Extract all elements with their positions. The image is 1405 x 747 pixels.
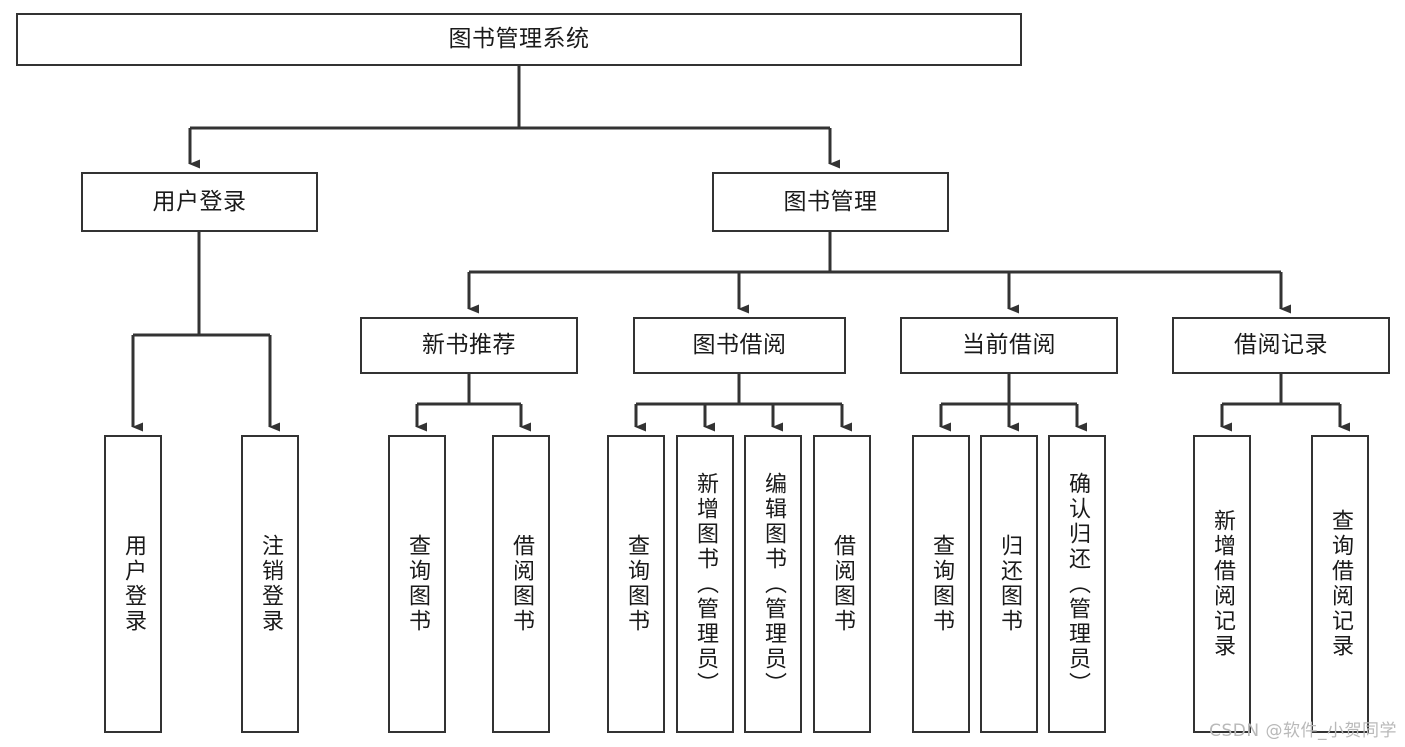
node-root-book-management-system[interactable]: 图书管理系统 bbox=[16, 13, 1022, 66]
node-label: 编辑图书（管理员） bbox=[761, 471, 786, 697]
node-label: 借阅图书 bbox=[509, 534, 534, 634]
node-borrow-record[interactable]: 借阅记录 bbox=[1172, 317, 1390, 374]
node-label: 查询图书 bbox=[405, 534, 430, 634]
node-label: 图书管理 bbox=[783, 188, 878, 215]
node-label: 当前借阅 bbox=[962, 332, 1056, 359]
node-leaf-user-logout[interactable]: 注销登录 bbox=[241, 435, 299, 733]
node-leaf-borrow-book-2[interactable]: 借阅图书 bbox=[813, 435, 871, 733]
node-label: 图书管理系统 bbox=[448, 26, 590, 53]
node-label: 图书借阅 bbox=[692, 332, 787, 359]
node-book-borrow[interactable]: 图书借阅 bbox=[633, 317, 846, 374]
node-label: 查询图书 bbox=[929, 534, 954, 634]
node-label: 借阅记录 bbox=[1234, 332, 1328, 359]
node-book-management[interactable]: 图书管理 bbox=[712, 172, 949, 232]
node-label: 查询借阅记录 bbox=[1328, 509, 1353, 659]
node-leaf-return-book[interactable]: 归还图书 bbox=[980, 435, 1038, 733]
node-leaf-add-book[interactable]: 新增图书（管理员） bbox=[676, 435, 734, 733]
node-leaf-query-record[interactable]: 查询借阅记录 bbox=[1311, 435, 1369, 733]
node-label: 新书推荐 bbox=[422, 332, 516, 359]
node-label: 新增借阅记录 bbox=[1210, 509, 1235, 659]
node-leaf-confirm-return[interactable]: 确认归还（管理员） bbox=[1048, 435, 1106, 733]
node-label: 查询图书 bbox=[624, 534, 649, 634]
node-leaf-query-book-2[interactable]: 查询图书 bbox=[607, 435, 665, 733]
node-leaf-user-login[interactable]: 用户登录 bbox=[104, 435, 162, 733]
node-leaf-query-book-3[interactable]: 查询图书 bbox=[912, 435, 970, 733]
node-leaf-borrow-book-1[interactable]: 借阅图书 bbox=[492, 435, 550, 733]
node-label: 注销登录 bbox=[258, 534, 283, 634]
node-leaf-query-book-1[interactable]: 查询图书 bbox=[388, 435, 446, 733]
node-current-borrow[interactable]: 当前借阅 bbox=[900, 317, 1118, 374]
node-label: 用户登录 bbox=[121, 534, 146, 634]
node-leaf-edit-book[interactable]: 编辑图书（管理员） bbox=[744, 435, 802, 733]
node-new-book-recommend[interactable]: 新书推荐 bbox=[360, 317, 578, 374]
node-label: 新增图书（管理员） bbox=[693, 471, 718, 697]
node-leaf-add-record[interactable]: 新增借阅记录 bbox=[1193, 435, 1251, 733]
node-label: 借阅图书 bbox=[830, 534, 855, 634]
node-label: 用户登录 bbox=[152, 188, 247, 215]
node-label: 归还图书 bbox=[997, 534, 1022, 634]
node-user-login[interactable]: 用户登录 bbox=[81, 172, 318, 232]
node-label: 确认归还（管理员） bbox=[1065, 471, 1090, 697]
